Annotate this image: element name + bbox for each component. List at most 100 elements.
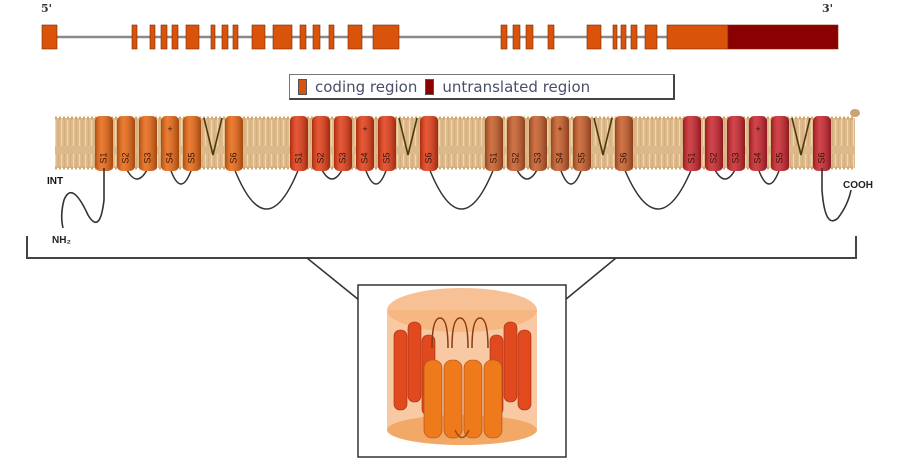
bilayer-end-cap [850, 109, 860, 117]
helix-label: S3 [337, 152, 347, 163]
helix-label: S4 [752, 152, 762, 163]
helix-I-S5: S5 [183, 116, 201, 171]
helix-II-S3: S3 [334, 116, 352, 171]
helix-label: S1 [293, 152, 303, 163]
helix-label: S6 [228, 152, 238, 163]
helix-label: S5 [381, 152, 391, 163]
helix-shade [420, 116, 438, 171]
helix-label: S2 [510, 152, 520, 163]
inset-back-loop [471, 317, 489, 349]
inset-helix-group [393, 317, 532, 439]
zoom-bracket [26, 236, 857, 259]
helix-shade [356, 116, 374, 171]
helix-shade [771, 116, 789, 171]
legend-label-coding: coding region [315, 77, 418, 96]
helix-shade [727, 116, 745, 171]
exon-coding [666, 24, 729, 50]
helix-I-S4: S4 + [161, 116, 179, 171]
helix-shade [378, 116, 396, 171]
c-terminus-tail [821, 168, 852, 222]
exon-coding [160, 24, 168, 50]
helix-II-S1: S1 [290, 116, 308, 171]
coding-swatch [298, 78, 307, 95]
n-terminus-label: NH₂ [52, 235, 71, 246]
helix-label: S5 [774, 152, 784, 163]
exon-group [41, 24, 839, 50]
helix-I-S3: S3 [139, 116, 157, 171]
helix-shade [749, 116, 767, 171]
helix-III-S6: S6 [615, 116, 633, 171]
exon-coding [372, 24, 400, 50]
helix-shade [117, 116, 135, 171]
helix-label: S3 [730, 152, 740, 163]
inset-side-helix [393, 329, 408, 411]
exon-coding [232, 24, 239, 50]
exon-coding [612, 24, 618, 50]
helix-shade [312, 116, 330, 171]
helix-shade [485, 116, 503, 171]
helix-III-S4: S4 + [551, 116, 569, 171]
exon-coding [185, 24, 200, 50]
helix-IV-S6: S6 [813, 116, 831, 171]
exon-coding [41, 24, 58, 50]
inset-front-helix [423, 359, 443, 439]
charge-marker: + [557, 124, 562, 134]
legend-item-untranslated: untranslated region [425, 78, 592, 96]
helix-shade [551, 116, 569, 171]
loop-s2-s3 [125, 167, 149, 180]
interdomain-linker [233, 167, 300, 210]
loop-s4-s5 [559, 167, 583, 185]
exon-untranslated [727, 24, 839, 50]
helix-shade [139, 116, 157, 171]
helix-shade [683, 116, 701, 171]
interdomain-linker [623, 167, 693, 210]
loop-group [125, 117, 811, 210]
helix-label: S4 [554, 152, 564, 163]
helix-label: S2 [120, 152, 130, 163]
charge-marker: + [362, 124, 367, 134]
helix-shade [813, 116, 831, 171]
intracellular-label: INT [47, 176, 63, 187]
inset-front-helix [443, 359, 463, 439]
inset-loop [454, 429, 470, 439]
exon-coding [630, 24, 638, 50]
helix-II-S5: S5 [378, 116, 396, 171]
helix-label: S5 [576, 152, 586, 163]
exon-coding [547, 24, 555, 50]
helix-label: S3 [142, 152, 152, 163]
exon-coding [347, 24, 363, 50]
exon-coding [512, 24, 521, 50]
charge-marker: + [167, 124, 172, 134]
legend-item-coding: coding region [298, 78, 419, 96]
helix-III-S2: S2 [507, 116, 525, 171]
helix-III-S3: S3 [529, 116, 547, 171]
exon-coding [149, 24, 156, 50]
helix-shade [705, 116, 723, 171]
helix-shade [225, 116, 243, 171]
inset-back-loop [451, 317, 469, 349]
helix-II-S2: S2 [312, 116, 330, 171]
helix-IV-S4: S4+ [749, 116, 767, 171]
helix-II-S4: S4+ [356, 116, 374, 171]
inset-side-helix [503, 321, 518, 403]
exon-coding [221, 24, 229, 50]
helix-III-S1: S1 [485, 116, 503, 171]
exon-coding [620, 24, 627, 50]
helix-III-S5: S5 [573, 116, 591, 171]
exon-coding [299, 24, 307, 50]
helix-label: S1 [686, 152, 696, 163]
helix-shade [507, 116, 525, 171]
helix-label: S4 [164, 152, 174, 163]
loop-s2-s3 [515, 167, 539, 180]
helix-shade [529, 116, 547, 171]
helix-IV-S2: S2 [705, 116, 723, 171]
helix-shade [95, 116, 113, 171]
helix-label: S2 [708, 152, 718, 163]
loop-s4-s5 [169, 167, 193, 185]
helix-label: S5 [186, 152, 196, 163]
loop-s2-s3 [713, 167, 737, 180]
loop-s2-s3 [320, 167, 344, 180]
channel-3d-inset [357, 284, 567, 458]
